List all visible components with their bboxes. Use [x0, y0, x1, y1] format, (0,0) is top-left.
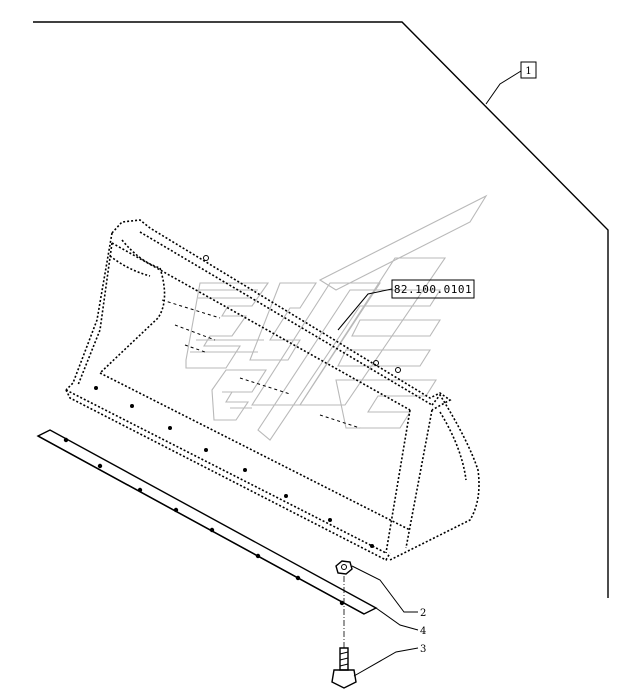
loader-bucket — [65, 219, 480, 562]
reference-leader — [485, 70, 522, 105]
hex-nut — [335, 560, 353, 575]
section-callout-text: 82.100.0101 — [394, 283, 472, 296]
section-callout-leader — [337, 288, 393, 331]
reference-box: 1 — [485, 61, 537, 105]
bucket-edge-holes — [94, 386, 374, 548]
watermark-logo — [185, 194, 488, 441]
section-callout: 82.100.0101 — [337, 279, 475, 331]
assembly-frame-line — [33, 21, 609, 598]
part-label-4: 4 — [375, 607, 426, 637]
part-number-2: 2 — [420, 608, 426, 619]
reference-box-label: 1 — [525, 66, 531, 77]
cutting-edge-blade — [36, 429, 378, 615]
part-number-3: 3 — [420, 644, 426, 655]
part-number-4: 4 — [420, 626, 426, 637]
hex-bolt — [331, 647, 357, 689]
part-label-2: 2 — [351, 565, 426, 619]
part-label-3: 3 — [353, 644, 426, 677]
